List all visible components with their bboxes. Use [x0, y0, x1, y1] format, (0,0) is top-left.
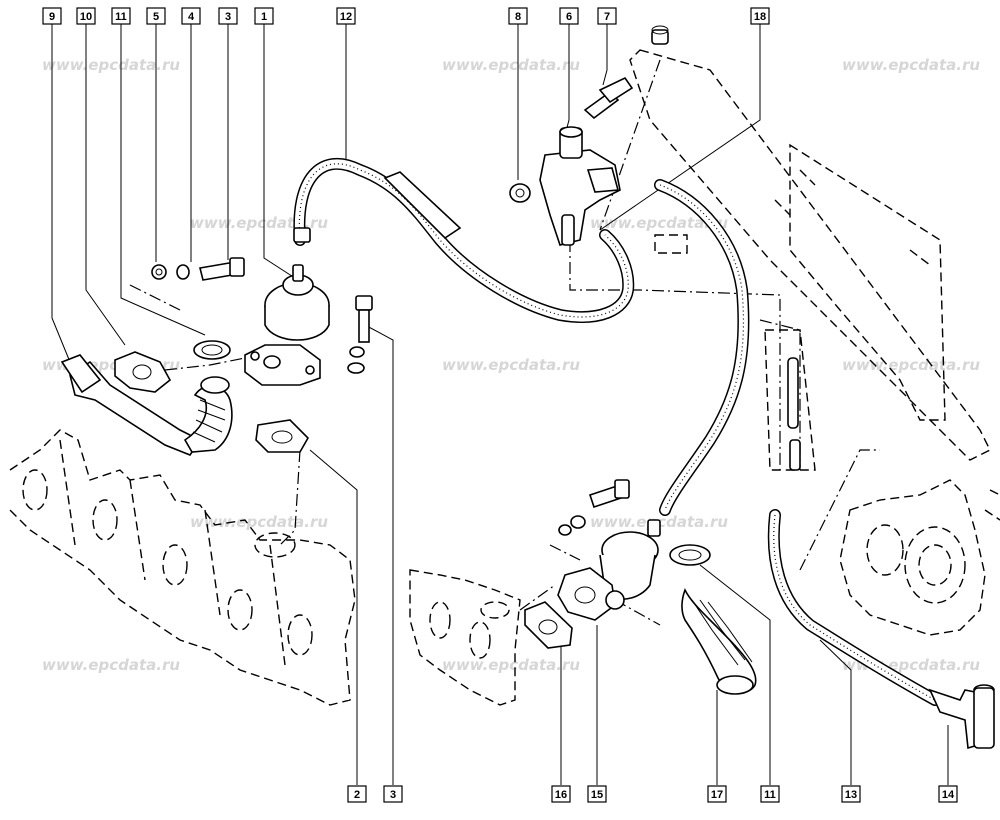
callout-box: 3 — [218, 7, 238, 25]
callout-box: 12 — [336, 7, 356, 25]
watermark: www.epcdata.ru — [442, 656, 580, 674]
solenoid-nut — [509, 183, 531, 203]
callout-label: 12 — [340, 11, 352, 23]
callout-label: 2 — [354, 789, 360, 801]
hose-clamp-upper — [193, 340, 231, 360]
callout-label: 13 — [845, 789, 857, 801]
callout-box: 16 — [551, 785, 571, 803]
callout-label: 9 — [49, 11, 55, 23]
callout-label: 18 — [754, 11, 766, 23]
callout-label: 14 — [942, 789, 955, 801]
watermark: www.epcdata.ru — [842, 356, 980, 374]
pump-outline — [839, 479, 1000, 636]
callout-label: 3 — [390, 789, 396, 801]
callout-box: 8 — [508, 7, 528, 25]
callout-label: 10 — [80, 11, 92, 23]
watermark: www.epcdata.ru — [190, 513, 328, 531]
callout-label: 17 — [711, 789, 723, 801]
washer-upper — [151, 264, 190, 280]
engine-manifold-outline-lower — [409, 569, 521, 706]
callout-box: 14 — [938, 785, 958, 803]
watermark: www.epcdata.ru — [442, 56, 580, 74]
bolt-upper — [199, 257, 245, 281]
callout-box: 5 — [146, 7, 166, 25]
egr-actuator-upper — [244, 264, 330, 386]
watermark: www.epcdata.ru — [42, 56, 180, 74]
bolt-lower — [558, 479, 630, 536]
callout-label: 16 — [555, 789, 567, 801]
callout-box: 4 — [181, 7, 201, 25]
egr-pipe-lower — [681, 588, 757, 695]
callout-label: 11 — [764, 789, 776, 801]
callout-box: 10 — [76, 7, 96, 25]
callout-box: 13 — [841, 785, 861, 803]
callout-box: 15 — [587, 785, 607, 803]
egr-pipe — [60, 354, 233, 456]
watermark-layer: www.epcdata.ru www.epcdata.ru www.epcdat… — [42, 56, 980, 674]
callout-label: 3 — [225, 11, 231, 23]
egr-vacuum-hose — [654, 179, 750, 516]
hose-sleeve — [383, 171, 462, 240]
callout-label: 6 — [566, 11, 572, 23]
watermark: www.epcdata.ru — [842, 56, 980, 74]
callout-label: 1 — [261, 11, 267, 23]
callout-box: 7 — [597, 7, 617, 25]
callout-box: 11 — [111, 7, 131, 25]
callout-box: 2 — [347, 785, 367, 803]
callout-box: 1 — [254, 7, 274, 25]
watermark: www.epcdata.ru — [590, 214, 728, 232]
callout-label: 15 — [591, 789, 603, 801]
breather-hose — [767, 509, 941, 706]
hose-clamp-lower — [669, 544, 711, 566]
callout-box: 18 — [750, 7, 770, 25]
watermark: www.epcdata.ru — [442, 356, 580, 374]
vacuum-hose — [293, 158, 635, 324]
bolt-vertical — [347, 295, 373, 374]
t-connector — [928, 684, 995, 750]
gasket-lower — [524, 601, 573, 649]
callout-label: 7 — [604, 11, 610, 23]
pipe-gasket — [114, 351, 172, 393]
solenoid-valve — [539, 126, 621, 246]
hose-end-fitting — [293, 227, 311, 243]
callout-box: 17 — [707, 785, 727, 803]
clip-outline — [654, 234, 688, 254]
callout-label: 4 — [188, 11, 195, 23]
callout-label: 8 — [515, 11, 521, 23]
callout-group-bottom: 2 3 16 15 17 11 13 14 — [347, 785, 958, 803]
callout-box: 3 — [383, 785, 403, 803]
callout-label: 5 — [153, 11, 159, 23]
engine-manifold-outline — [9, 429, 356, 706]
bracket-panel-outline — [599, 49, 991, 461]
gasket-upper — [255, 419, 309, 453]
callout-group-top: 9 10 11 5 4 3 1 12 8 6 7 18 — [42, 7, 770, 25]
callout-box: 6 — [559, 7, 579, 25]
callout-box: 11 — [760, 785, 780, 803]
egr-valve-lower — [557, 519, 661, 621]
callout-label: 11 — [115, 11, 127, 23]
callout-box: 9 — [42, 7, 62, 25]
solenoid-bolt — [583, 25, 669, 120]
leader-lines — [51, 24, 949, 785]
hose-section-on-bracket — [764, 329, 816, 471]
watermark: www.epcdata.ru — [42, 656, 180, 674]
